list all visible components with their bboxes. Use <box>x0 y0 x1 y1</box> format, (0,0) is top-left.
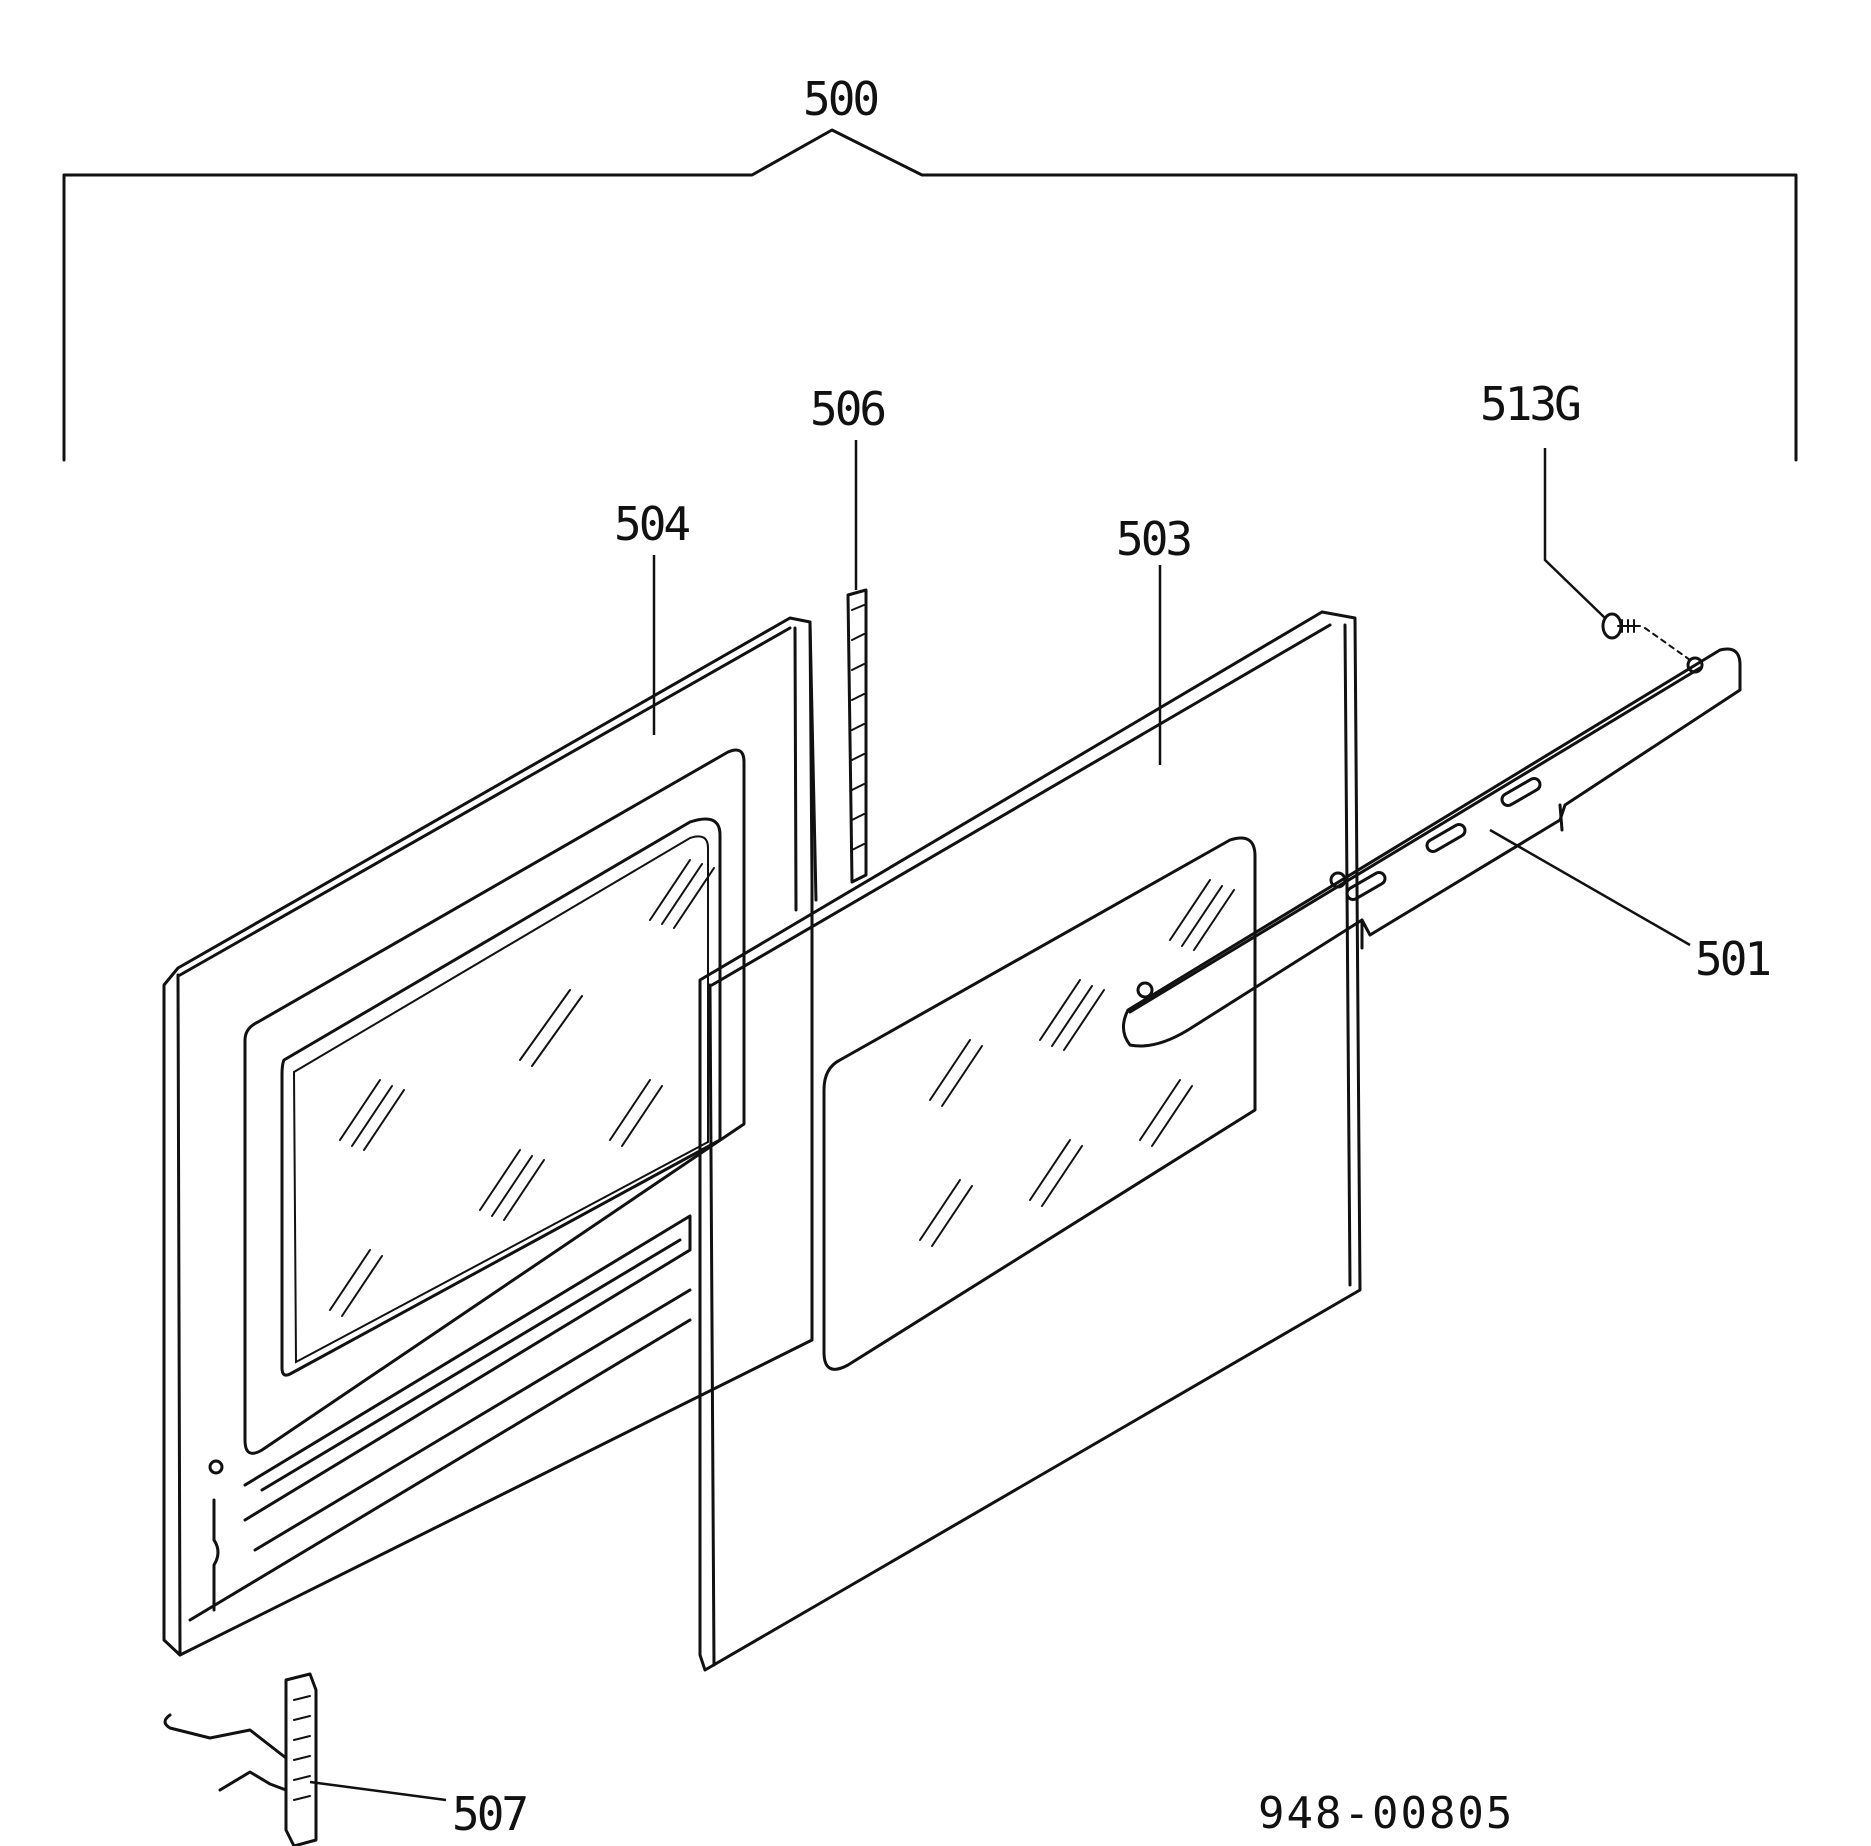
callout-504: 504 <box>614 497 689 551</box>
gasket-strip-506 <box>846 588 868 884</box>
callout-503: 503 <box>1116 512 1190 566</box>
inner-door-frame-504 <box>162 616 818 1657</box>
callout-513G: 513G <box>1480 377 1579 431</box>
document-number: 948-00805 <box>1258 1788 1514 1839</box>
outer-panel-503 <box>698 610 1362 1672</box>
door-handle-501 <box>1122 647 1742 1048</box>
callout-507: 507 <box>452 1787 526 1841</box>
hinge-507 <box>163 1672 318 1846</box>
callout-501: 501 <box>1695 932 1769 986</box>
screw-513G <box>1601 612 1691 661</box>
callout-500: 500 <box>803 72 877 126</box>
assembly-bracket <box>62 128 1798 462</box>
callout-506: 506 <box>810 382 884 436</box>
leader-lines <box>309 440 1691 1802</box>
